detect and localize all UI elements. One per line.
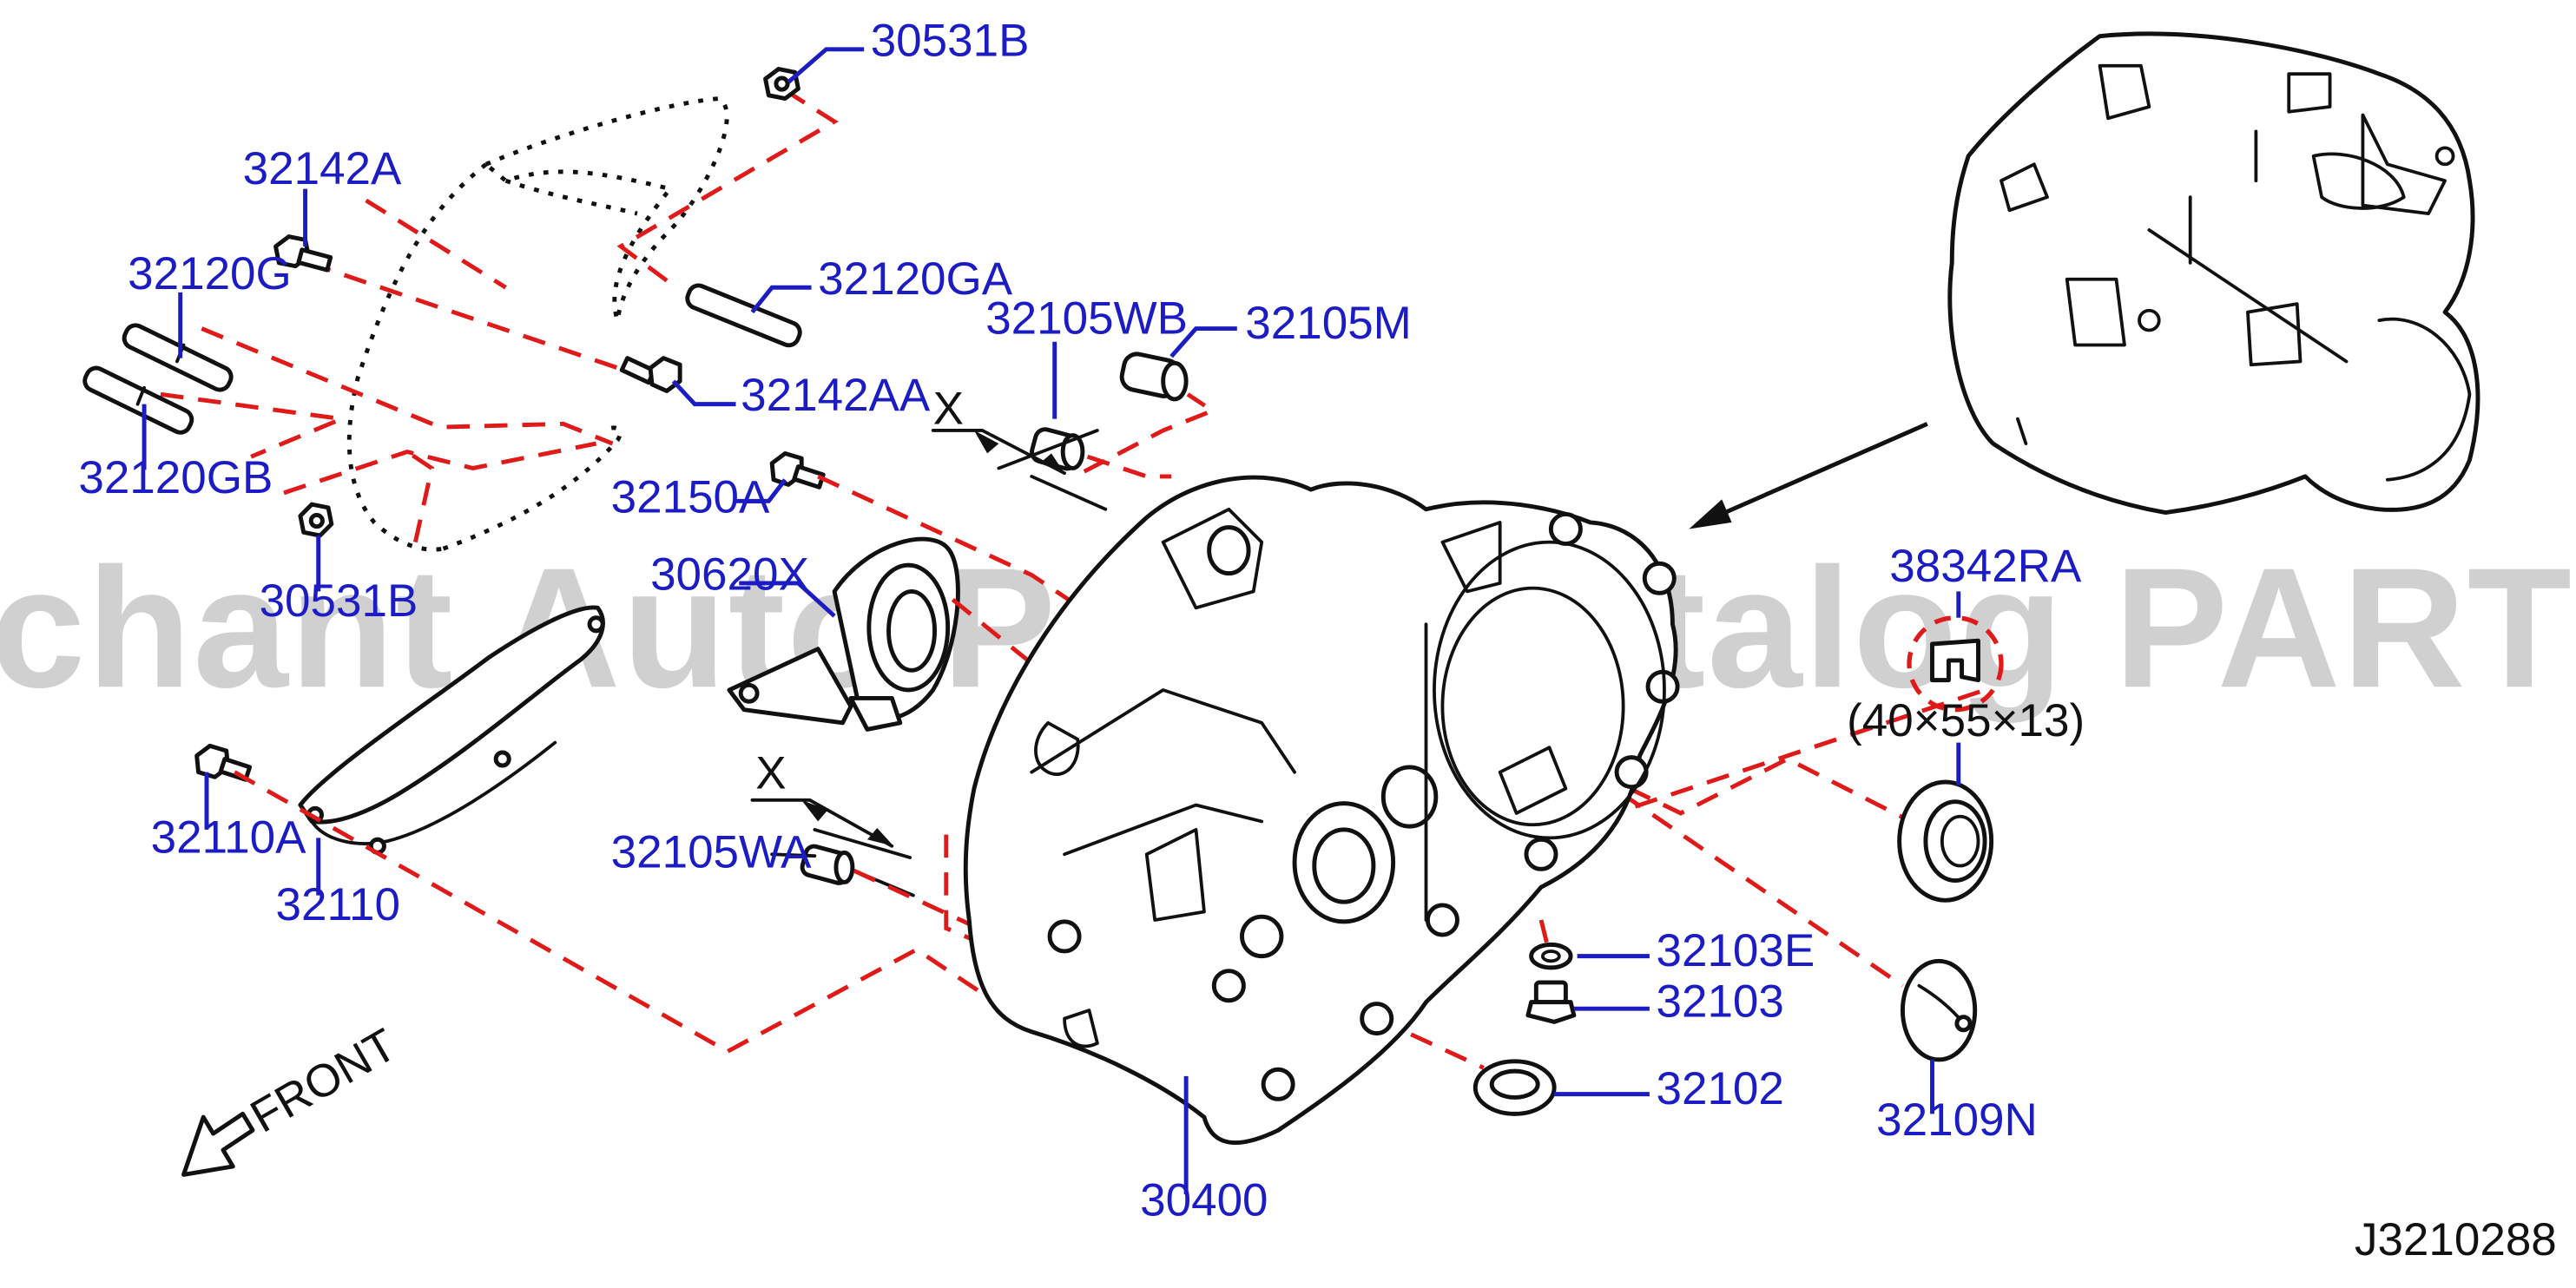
section-x-label-lower: X	[755, 748, 786, 799]
plug-32103	[1525, 980, 1577, 1024]
bolt-32150a	[769, 450, 826, 490]
callout-30620x[interactable]: 30620X	[650, 549, 809, 601]
dotted-bracket-outline	[346, 96, 729, 552]
callout-32110a[interactable]: 32110A	[151, 812, 306, 863]
clutch-housing-30400	[963, 475, 1680, 1145]
front-label: FRONT	[242, 1019, 405, 1142]
diagram-code: J3210288	[2355, 1214, 2557, 1265]
nut-30531b-top	[763, 67, 800, 102]
release-bearing-30620x	[727, 536, 960, 732]
guide-lines-upper-left	[160, 89, 839, 543]
callout-labels: 30531B 32142A 32120G 32120GA 32120GB 321…	[78, 15, 2082, 1226]
callout-32109n[interactable]: 32109N	[1876, 1094, 2038, 1146]
reference-arrow	[1689, 422, 1928, 529]
seal-32102	[1472, 1059, 1557, 1116]
bolt-32142a	[273, 234, 333, 273]
stud-32120gb	[82, 365, 194, 435]
transaxle-assembly	[1947, 31, 2480, 516]
stud-32120ga	[685, 283, 802, 348]
callout-32105wb[interactable]: 32105WB	[985, 292, 1188, 344]
washer-32103e	[1529, 942, 1573, 970]
section-x-label-upper: X	[933, 383, 964, 434]
oil-seal-40x55x13	[1897, 779, 1994, 903]
callout-32103e[interactable]: 32103E	[1657, 925, 1815, 976]
nut-30531b-bottom	[298, 502, 334, 538]
callout-30531b-top[interactable]: 30531B	[871, 15, 1030, 66]
callout-32142aa[interactable]: 32142AA	[741, 370, 931, 421]
callout-32105wa[interactable]: 32105WA	[611, 826, 812, 877]
callout-32105m[interactable]: 32105M	[1245, 298, 1412, 349]
section-marker-upper	[931, 429, 1108, 511]
callout-30400[interactable]: 30400	[1140, 1175, 1268, 1226]
seal-size-note: (40×55×13)	[1847, 695, 2085, 746]
cap-32109n	[1900, 958, 1978, 1062]
front-direction-arrow	[181, 1111, 255, 1177]
callout-32120gb[interactable]: 32120GB	[78, 452, 273, 503]
stud-32120g	[122, 323, 234, 392]
callout-30531b-bottom[interactable]: 30531B	[260, 575, 418, 627]
callout-32142a[interactable]: 32142A	[243, 143, 402, 194]
callout-32120ga[interactable]: 32120GA	[818, 253, 1013, 305]
bolt-32142aa	[619, 356, 682, 393]
callout-38342ra[interactable]: 38342RA	[1889, 541, 2082, 592]
callout-32120g[interactable]: 32120G	[128, 248, 292, 299]
callout-32102[interactable]: 32102	[1657, 1063, 1784, 1114]
clip-38342ra	[1907, 615, 2004, 713]
bolt-32110a	[194, 743, 253, 782]
bushing-32105m	[1119, 352, 1189, 402]
leader-lines	[142, 47, 1961, 1195]
callout-32110[interactable]: 32110	[276, 879, 400, 930]
callout-32150a[interactable]: 32150A	[611, 472, 770, 523]
callout-32103[interactable]: 32103	[1657, 976, 1784, 1028]
